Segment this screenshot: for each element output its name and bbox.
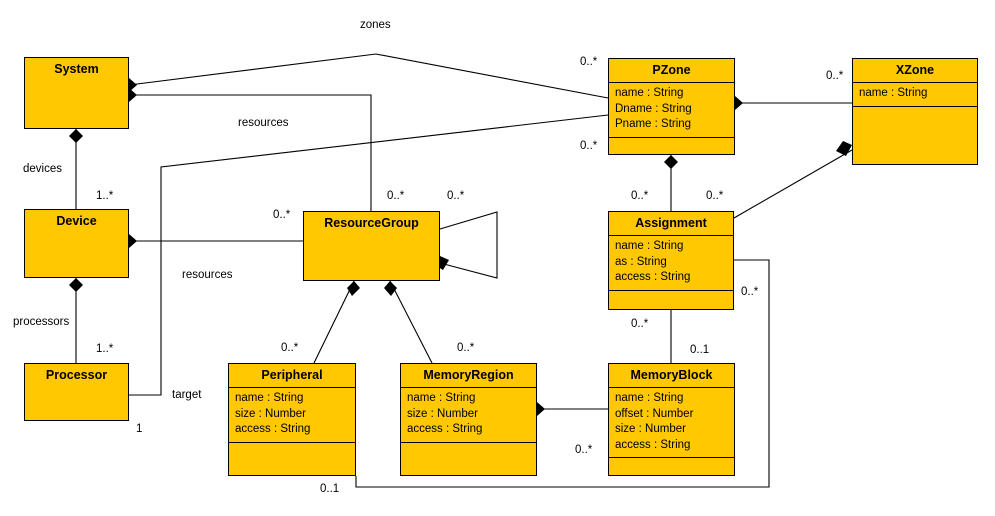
edge-system-pzone-zones <box>128 53 609 99</box>
class-box-peripheral[interactable]: Peripheral name : String size : Number a… <box>228 363 356 476</box>
multiplicity-assignment-topright: 0..* <box>706 190 724 202</box>
class-operations-peripheral <box>229 441 355 459</box>
multiplicity-pzone-lower: 0..* <box>580 140 598 152</box>
multiplicity-memoryblock-top: 0..1 <box>690 344 710 356</box>
multiplicity-xzone-left: 0..* <box>826 70 844 82</box>
attribute-row: as : String <box>615 255 667 268</box>
multiplicity-resourcegroup-left: 0..* <box>273 209 291 221</box>
class-operations-assignment <box>609 289 733 307</box>
edge-assignment-xzone <box>733 149 853 219</box>
class-box-xzone[interactable]: XZone name : String <box>852 58 978 165</box>
class-name-processor: Processor <box>45 368 108 382</box>
multiplicity-peripheral-bottom: 0..1 <box>320 483 340 495</box>
attribute-row: size : Number <box>235 407 306 420</box>
attribute-row: size : Number <box>407 407 478 420</box>
attribute-row: access : String <box>615 438 691 451</box>
diamond-resourcegroup-peripheral <box>347 281 360 296</box>
class-box-memoryblock[interactable]: MemoryBlock name : String offset : Numbe… <box>608 363 735 476</box>
association-label-target: target <box>172 389 202 401</box>
class-name-device: Device <box>56 214 97 228</box>
attribute-row: access : String <box>407 423 483 435</box>
attribute-row: Dname : String <box>615 102 692 115</box>
attribute-row: name : String <box>235 392 304 404</box>
multiplicity-processor-top: 1..* <box>96 343 114 355</box>
attribute-row: Pname : String <box>615 118 692 130</box>
diamond-xzone-assignment <box>836 141 852 156</box>
attribute-row: access : String <box>615 271 691 283</box>
edge-resourcegroup-memoryregion <box>389 280 433 364</box>
edge-assignment-peripheral <box>355 259 770 488</box>
class-name-peripheral: Peripheral <box>261 368 323 382</box>
class-name-memoryregion: MemoryRegion <box>423 368 514 382</box>
class-operations-pzone <box>609 136 734 154</box>
class-name-memoryblock: MemoryBlock <box>630 368 713 382</box>
multiplicity-pzone-top: 0..* <box>580 56 598 68</box>
multiplicity-assignment-topleft: 0..* <box>631 190 649 202</box>
association-label-processors: processors <box>13 316 70 328</box>
edge-resourcegroup-self <box>439 211 498 279</box>
attribute-row: access : String <box>235 423 311 435</box>
class-operations-memoryregion <box>401 441 536 459</box>
class-box-pzone[interactable]: PZone name : String Dname : String Pname… <box>608 58 735 155</box>
class-box-resourcegroup[interactable]: ResourceGroup <box>303 211 440 281</box>
attribute-row: name : String <box>615 392 684 404</box>
class-operations-memoryblock <box>609 457 734 466</box>
association-label-devices: devices <box>23 163 62 175</box>
association-label-zones: zones <box>360 19 391 31</box>
diamond-system-devices <box>69 129 83 143</box>
attribute-row: size : Number <box>615 423 686 435</box>
attribute-row: name : String <box>407 392 476 404</box>
multiplicity-processor-one: 1 <box>136 423 143 435</box>
attribute-row: name : String <box>615 87 684 99</box>
class-name-system: System <box>54 62 99 76</box>
class-operations-xzone <box>853 105 977 145</box>
attribute-row: offset : Number <box>615 407 694 420</box>
class-box-memoryregion[interactable]: MemoryRegion name : String size : Number… <box>400 363 537 476</box>
class-attributes-memoryregion: name : String size : Number access : Str… <box>401 387 536 442</box>
class-name-pzone: PZone <box>652 63 691 77</box>
attribute-row: name : String <box>859 87 928 99</box>
multiplicity-device-top: 1..* <box>96 190 114 202</box>
multiplicity-resourcegroup-top: 0..* <box>387 190 405 202</box>
attribute-row: name : String <box>615 240 684 252</box>
class-name-xzone: XZone <box>895 63 935 77</box>
multiplicity-memoryblock-left: 0..* <box>575 444 593 456</box>
multiplicity-resourcegroup-self: 0..* <box>447 190 465 202</box>
class-attributes-peripheral: name : String size : Number access : Str… <box>229 387 355 442</box>
edge-system-resourcegroup-resources <box>129 94 372 211</box>
class-attributes-assignment: name : String as : String access : Strin… <box>609 235 733 290</box>
class-box-device[interactable]: Device <box>24 209 129 278</box>
multiplicity-assignment-right: 0..* <box>741 286 759 298</box>
edge-processor-pzone-target <box>129 114 609 396</box>
class-attributes-pzone: name : String Dname : String Pname : Str… <box>609 82 734 137</box>
class-name-resourcegroup: ResourceGroup <box>324 216 419 230</box>
multiplicity-assignment-bottom: 0..* <box>631 318 649 330</box>
class-attributes-memoryblock: name : String offset : Number size : Num… <box>609 387 734 457</box>
diamond-device-processors <box>69 278 83 292</box>
multiplicity-memoryregion-top: 0..* <box>457 342 475 354</box>
class-box-system[interactable]: System <box>24 57 129 129</box>
class-box-assignment[interactable]: Assignment name : String as : String acc… <box>608 211 734 310</box>
association-label-resources-device: resources <box>182 269 233 281</box>
diamond-pzone-assignment <box>664 155 678 169</box>
class-box-processor[interactable]: Processor <box>24 363 129 421</box>
class-name-assignment: Assignment <box>635 216 707 230</box>
diamond-resourcegroup-memoryregion <box>384 281 397 296</box>
association-label-resources-system: resources <box>238 117 289 129</box>
class-attributes-xzone: name : String <box>853 82 977 106</box>
multiplicity-peripheral-top: 0..* <box>281 342 299 354</box>
edge-resourcegroup-peripheral <box>313 280 355 364</box>
